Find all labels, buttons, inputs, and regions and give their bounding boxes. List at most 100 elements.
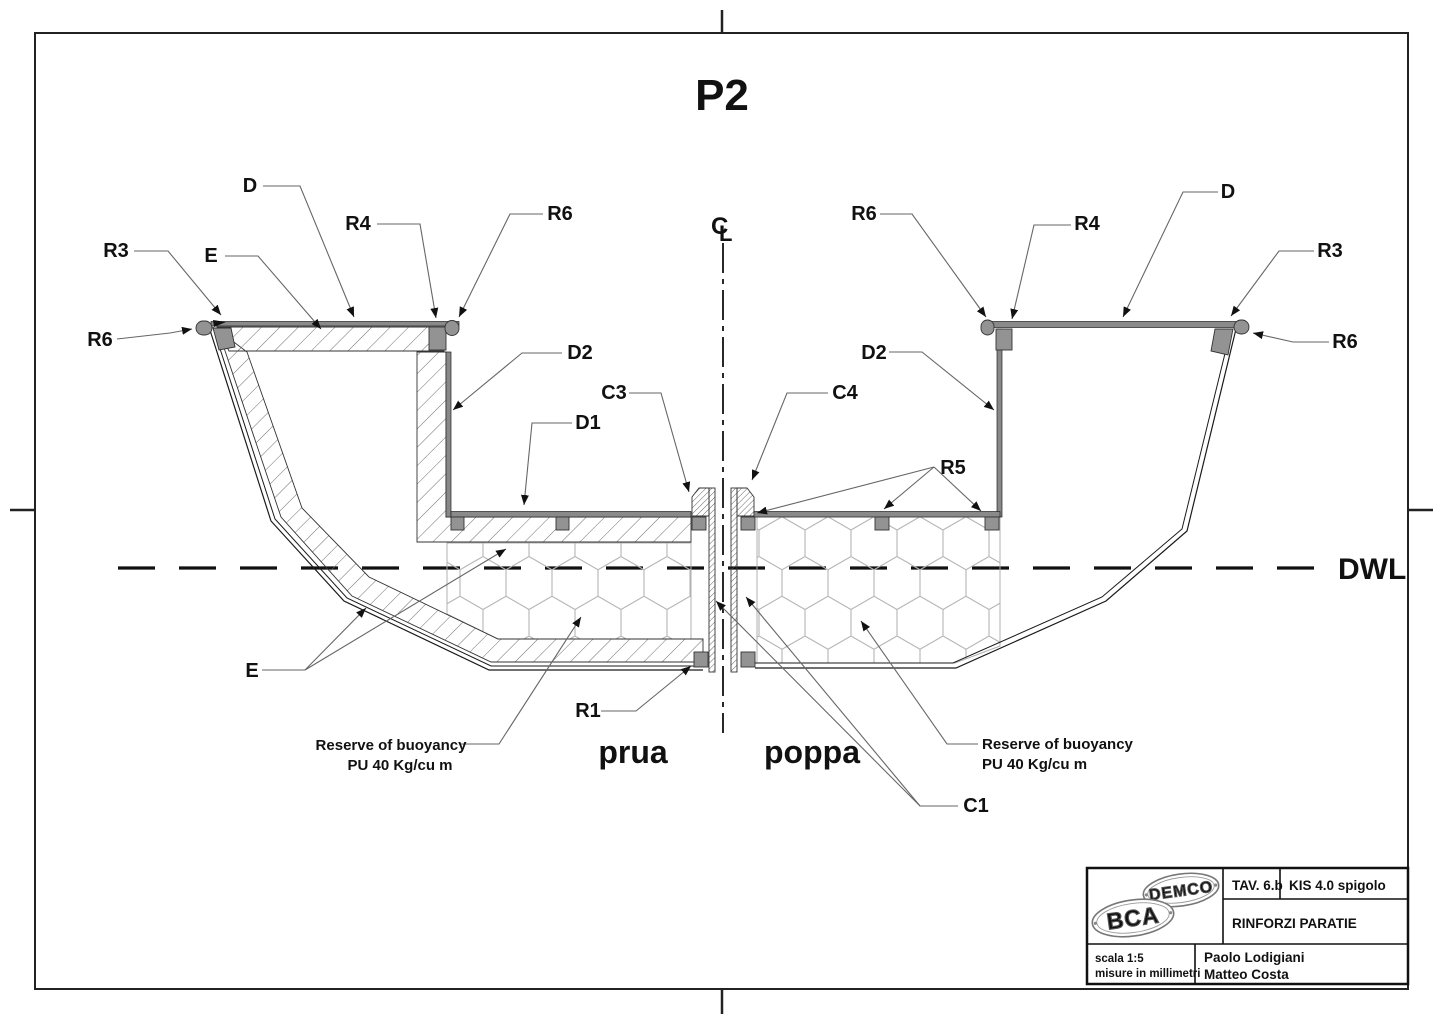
label-r6-far-left: R6 [87,329,113,351]
leader-r6-top-left [458,213,543,318]
titleblock-author1: Paolo Lodigiani [1204,950,1305,965]
right-outer-skin [755,328,1237,669]
leader-buoyancy-right [860,620,978,745]
buoyancy-note-left-line1: Reserve of buoyancy [316,737,468,754]
buoyancy-note-right: Reserve of buoyancy PU 40 Kg/cu m [982,736,1134,773]
label-r1: R1 [575,700,601,722]
left-outer-skin [208,326,703,671]
left-bulkhead-d2 [445,351,452,518]
leader-d-left [263,185,355,318]
label-d-right: D [1221,181,1235,203]
page-title: P2 [695,71,749,120]
leader-c3 [629,392,691,493]
r1-fillet-right [740,651,756,668]
right-bulkhead-d2 [996,328,1003,518]
right-inner-skin-line [755,328,1232,664]
centerline: C L [711,213,732,733]
leader-r5-c [933,466,982,512]
logo-bca: BCA [1091,898,1175,938]
right-buoyancy-foam [756,516,1001,664]
left-r6-cap-inboard [444,320,460,336]
c4-post-cap [736,487,755,517]
right-r6-cap-outboard [1233,319,1250,335]
leader-r5-b [883,466,935,510]
leader-r4-right [1010,224,1071,320]
left-floor-d1 [450,511,692,518]
leader-r6-far-left [116,326,193,340]
callout-labels: D R4 R6 R3 E R6 D2 D1 C3 C4 R5 E R1 C1 R… [87,175,1358,817]
right-r4-stiffener [995,328,1013,351]
c4-post-web [730,487,738,673]
border-center-ticks [10,10,1433,1014]
label-c3: C3 [601,382,627,404]
label-r6-top-right: R6 [851,203,877,225]
label-r6-top-left: R6 [547,203,573,225]
buoyancy-note-right-line1: Reserve of buoyancy [982,736,1134,753]
label-d2-left: D2 [567,342,593,364]
left-floor-fillet-1 [450,516,465,531]
label-e-top: E [204,245,217,267]
leader-r4-left [377,223,439,319]
logo-demco: DEMCO [1142,872,1220,908]
leader-r6-far-right [1252,331,1329,343]
centerline-symbol-c: C [711,213,728,240]
leader-r5-a [756,466,935,515]
leader-d2-right [889,351,995,411]
leader-c4 [751,392,828,481]
left-inner-skin-line [212,326,703,667]
left-r3-stiffener [212,327,236,351]
titleblock-kit: KIS 4.0 spigolo [1289,878,1386,893]
left-r4-stiffener [428,326,447,351]
leader-d1 [520,422,572,506]
leader-c1-b [745,596,921,807]
section-label-prua: prua [598,734,668,770]
leader-r3-left [134,250,222,316]
buoyancy-note-right-line2: PU 40 Kg/cu m [982,756,1087,773]
leader-r3-right [1230,250,1314,317]
left-floor-fillet-2 [555,516,570,531]
c3-post-web [708,487,716,673]
leader-buoyancy-left [461,616,582,745]
dwl-label: DWL [1338,553,1406,586]
buoyancy-note-left-line2: PU 40 Kg/cu m [347,757,452,774]
c3-base-fillet [691,516,707,531]
left-r6-cap-outboard [195,320,213,336]
label-r5: R5 [940,457,966,479]
label-r4-right: R4 [1074,213,1100,235]
label-e-bottom: E [245,660,258,682]
leader-d2-left [452,352,562,411]
label-r6-far-right: R6 [1332,331,1358,353]
section-label-poppa: poppa [764,734,860,770]
leader-r6-top-right [880,213,987,318]
sheet-border [10,10,1433,1014]
right-floor-fillet-2 [984,516,1000,531]
left-deck-top-skin [210,321,460,327]
left-hull-section [195,320,704,671]
label-d2-right: D2 [861,342,887,364]
label-r3-left: R3 [103,240,129,262]
left-hull-core [217,328,704,663]
titleblock-drawing-title: RINFORZI PARATIE [1232,916,1357,931]
titleblock-units: misure in millimetri [1095,968,1200,980]
buoyancy-note-left: Reserve of buoyancy PU 40 Kg/cu m [316,737,468,774]
label-c4: C4 [832,382,858,404]
center-bulkhead-posts [691,487,756,673]
r1-fillet-left [693,651,709,668]
leader-e-bottom-a [262,607,367,671]
c4-base-fillet [740,516,756,531]
leader-lines [116,185,1329,807]
titleblock-tav: TAV. 6.b [1232,878,1283,893]
right-r3-stiffener [1210,328,1234,356]
label-d1: D1 [575,412,601,434]
left-deck-core [216,326,445,352]
left-buoyancy-foam [446,542,692,640]
right-floor-fillet-1 [874,516,890,531]
leader-e-bottom-b [304,548,507,671]
titleblock-author2: Matteo Costa [1204,967,1289,982]
left-deck-corner-wedge [213,320,226,327]
label-c1: C1 [963,795,989,817]
right-floor [753,511,1001,518]
centerline-symbol-l: L [719,221,732,246]
